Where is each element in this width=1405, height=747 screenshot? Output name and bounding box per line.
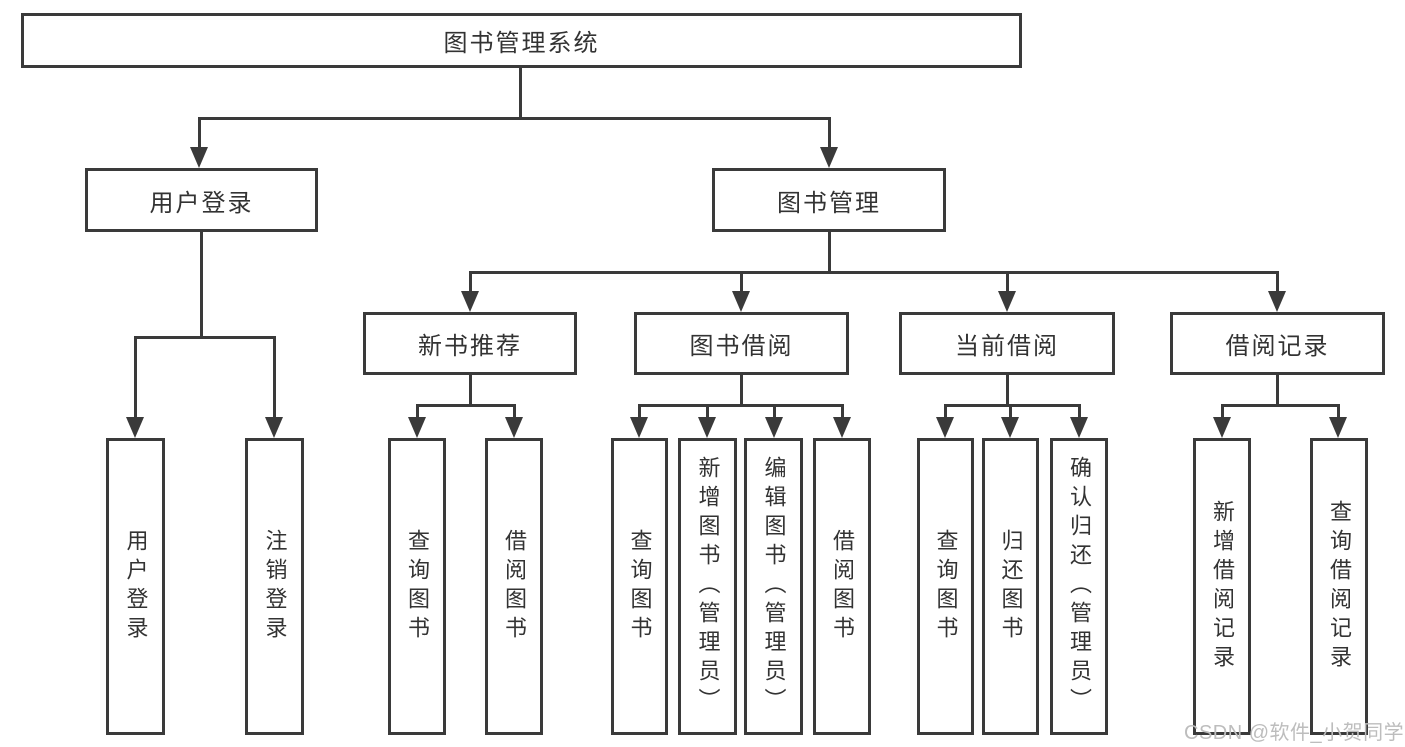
leaf-logout: 注销登录: [245, 438, 304, 735]
node-new-book-recommend-label: 新书推荐: [418, 333, 522, 360]
arrow-down-icon: [1001, 417, 1019, 438]
connector-root-stem: [519, 68, 522, 120]
leaf-recommend-query-books: 查询图书: [388, 438, 446, 735]
connector-level2-rail: [198, 117, 831, 120]
leaf-user-login-label: 用户登录: [123, 528, 149, 645]
connector-borrow-records-drop: [1276, 271, 1279, 293]
connector-leaf-drop: [273, 336, 276, 418]
node-current-borrowing: 当前借阅: [899, 312, 1115, 375]
leaf-borrow-borrow-books: 借阅图书: [813, 438, 871, 735]
node-new-book-recommend: 新书推荐: [363, 312, 577, 375]
connector-leaf-drop: [706, 404, 709, 418]
leaf-recommend-query-books-label: 查询图书: [405, 528, 430, 645]
connector-leaf-drop: [1078, 404, 1081, 418]
leaf-current-return-books-label: 归还图书: [998, 528, 1024, 645]
connector-leaf-drop: [944, 404, 947, 418]
arrow-down-icon: [833, 417, 851, 438]
node-current-borrowing-label: 当前借阅: [955, 333, 1059, 360]
leaf-borrow-borrow-books-label: 借阅图书: [830, 528, 855, 645]
connector-new-book-stem: [469, 375, 472, 407]
arrow-down-icon: [765, 417, 783, 438]
connector-leaf-drop: [638, 404, 641, 418]
connector-leaf-drop: [773, 404, 776, 418]
arrow-down-icon: [1213, 417, 1231, 438]
leaf-records-add-record: 新增借阅记录: [1193, 438, 1251, 735]
connector-leaf-drop: [841, 404, 844, 418]
leaf-current-query-books: 查询图书: [917, 438, 974, 735]
arrow-down-icon: [1268, 291, 1286, 312]
connector-new-book-rail: [416, 404, 516, 407]
connector-leaf-drop: [416, 404, 419, 418]
leaf-current-confirm-return-label: 确认归还（管理员）: [1067, 456, 1092, 717]
arrow-down-icon: [1329, 417, 1347, 438]
node-user-login-label: 用户登录: [149, 189, 254, 217]
connector-leaf-drop: [1337, 404, 1340, 418]
leaf-logout-label: 注销登录: [262, 528, 288, 645]
arrow-down-icon: [126, 417, 144, 438]
node-book-borrowing-label: 图书借阅: [689, 333, 794, 360]
leaf-borrow-add-books-label: 新增图书（管理员）: [695, 456, 721, 717]
node-library-system: 图书管理系统: [21, 13, 1022, 68]
connector-book-borrow-rail: [638, 404, 844, 407]
arrow-down-icon: [190, 147, 208, 168]
arrow-down-icon: [1070, 417, 1088, 438]
leaf-records-add-record-label: 新增借阅记录: [1210, 499, 1235, 674]
arrow-down-icon: [698, 417, 716, 438]
connector-current-borrow-rail: [944, 404, 1081, 407]
arrow-down-icon: [408, 417, 426, 438]
connector-leaf-drop: [1221, 404, 1224, 418]
arrow-down-icon: [936, 417, 954, 438]
connector-user-login-rail: [134, 336, 276, 339]
node-borrow-records-label: 借阅记录: [1225, 333, 1330, 360]
arrow-down-icon: [820, 147, 838, 168]
connector-user-login-stem: [200, 232, 203, 339]
leaf-borrow-add-books: 新增图书（管理员）: [678, 438, 737, 735]
connector-book-management-stem: [828, 232, 831, 273]
watermark: CSDN @软件_小贺同学: [1184, 722, 1405, 744]
leaf-current-confirm-return: 确认归还（管理员）: [1050, 438, 1108, 735]
arrow-down-icon: [265, 417, 283, 438]
connector-book-borrow-stem: [740, 375, 743, 407]
node-user-login: 用户登录: [85, 168, 318, 232]
leaf-borrow-query-books-label: 查询图书: [627, 528, 653, 645]
connector-leaf-drop: [134, 336, 137, 418]
leaf-current-return-books: 归还图书: [982, 438, 1039, 735]
leaf-borrow-query-books: 查询图书: [611, 438, 668, 735]
leaf-records-query-record-label: 查询借阅记录: [1327, 499, 1352, 674]
connector-book-borrow-drop: [740, 271, 743, 293]
connector-user-login-drop: [198, 117, 201, 148]
leaf-user-login: 用户登录: [106, 438, 165, 735]
connector-new-book-drop: [469, 271, 472, 293]
connector-borrow-records-stem: [1276, 375, 1279, 407]
connector-current-borrow-drop: [1006, 271, 1009, 293]
arrow-down-icon: [998, 291, 1016, 312]
leaf-current-query-books-label: 查询图书: [933, 528, 959, 645]
leaf-borrow-edit-books-label: 编辑图书（管理员）: [761, 456, 787, 717]
connector-borrow-records-rail: [1221, 404, 1340, 407]
arrow-down-icon: [461, 291, 479, 312]
connector-leaf-drop: [1009, 404, 1012, 418]
node-borrow-records: 借阅记录: [1170, 312, 1385, 375]
connector-current-borrow-stem: [1006, 375, 1009, 407]
leaf-recommend-borrow-books-label: 借阅图书: [502, 528, 527, 645]
leaf-recommend-borrow-books: 借阅图书: [485, 438, 543, 735]
node-book-management-label: 图书管理: [777, 189, 881, 217]
node-book-management: 图书管理: [712, 168, 946, 232]
node-book-borrowing: 图书借阅: [634, 312, 849, 375]
arrow-down-icon: [630, 417, 648, 438]
leaf-records-query-record: 查询借阅记录: [1310, 438, 1368, 735]
connector-book-management-drop: [828, 117, 831, 148]
node-library-system-label: 图书管理系统: [443, 30, 600, 57]
connector-level3-rail: [469, 271, 1279, 274]
arrow-down-icon: [732, 291, 750, 312]
leaf-borrow-edit-books: 编辑图书（管理员）: [744, 438, 803, 735]
connector-leaf-drop: [513, 404, 516, 418]
arrow-down-icon: [505, 417, 523, 438]
